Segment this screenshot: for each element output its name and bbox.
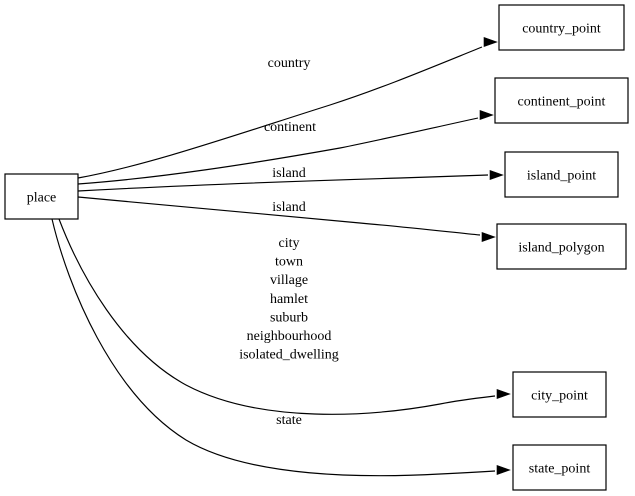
node-box[interactable] <box>504 151 619 198</box>
node-label: place <box>27 191 57 206</box>
node-country_point[interactable]: country_point <box>498 4 625 51</box>
node-box[interactable] <box>494 77 629 124</box>
edge-label-line: island <box>272 200 305 215</box>
edge-label-place-to-city_point: city town village hamlet suburb neighbourhood… <box>239 236 339 363</box>
edge-label-line: continent <box>264 120 316 135</box>
edge-place-to-island_point <box>77 169 504 192</box>
node-state_point[interactable]: state_point <box>512 444 607 491</box>
edge-label-line: town <box>275 255 303 270</box>
edge-place-to-island_polygon <box>77 196 496 243</box>
edge-label-place-to-island_point: island <box>272 166 305 181</box>
edge-line <box>77 196 481 236</box>
edge-label-line: hamlet <box>270 292 308 307</box>
edge-line <box>51 218 496 477</box>
edges-layer <box>51 36 511 477</box>
edge-label-line: island <box>272 166 305 181</box>
node-label: city_point <box>531 389 588 404</box>
node-island_point[interactable]: island_point <box>504 151 619 198</box>
node-label: island_point <box>527 169 596 184</box>
edge-label-line: country <box>268 56 311 71</box>
edge-label-line: isolated_dwelling <box>239 348 339 363</box>
node-place[interactable]: place <box>4 173 79 220</box>
edge-place-to-city_point <box>58 218 511 415</box>
arrowhead-icon <box>496 464 511 476</box>
edge-line <box>58 218 496 415</box>
nodes-layer: place country_point continent_point island_… <box>4 4 629 491</box>
node-box[interactable] <box>498 4 625 51</box>
edge-place-to-country_point <box>77 36 498 179</box>
arrowhead-icon <box>479 109 494 121</box>
node-continent_point[interactable]: continent_point <box>494 77 629 124</box>
edge-place-to-continent_point <box>77 109 494 185</box>
node-label: country_point <box>522 22 601 37</box>
edge-label-line: village <box>270 273 308 288</box>
node-city_point[interactable]: city_point <box>512 371 607 418</box>
node-island_polygon[interactable]: island_polygon <box>496 223 627 270</box>
edge-label-line: suburb <box>270 310 308 325</box>
arrowhead-icon <box>489 169 504 181</box>
arrowhead-icon <box>483 36 498 48</box>
node-box[interactable] <box>496 223 627 270</box>
node-label: state_point <box>529 462 591 477</box>
edge-label-line: city <box>279 236 300 251</box>
edge-place-to-state_point <box>51 218 511 477</box>
node-label: continent_point <box>518 95 606 110</box>
edge-label-line: state <box>276 413 302 428</box>
edge-line <box>77 46 483 179</box>
node-box[interactable] <box>512 444 607 491</box>
edge-labels-layer: country continent island island city town vill… <box>239 56 339 428</box>
arrowhead-icon <box>496 388 511 400</box>
arrowhead-icon <box>481 231 496 243</box>
edge-label-place-to-state_point: state <box>276 413 302 428</box>
edge-label-place-to-continent_point: continent <box>264 120 316 135</box>
edge-line <box>77 174 489 192</box>
edge-line <box>77 117 479 185</box>
node-box[interactable] <box>4 173 79 220</box>
node-box[interactable] <box>512 371 607 418</box>
node-label: island_polygon <box>518 241 604 256</box>
edge-label-place-to-country_point: country <box>268 56 311 71</box>
edge-label-place-to-island_polygon: island <box>272 200 305 215</box>
edge-label-line: neighbourhood <box>247 329 332 344</box>
